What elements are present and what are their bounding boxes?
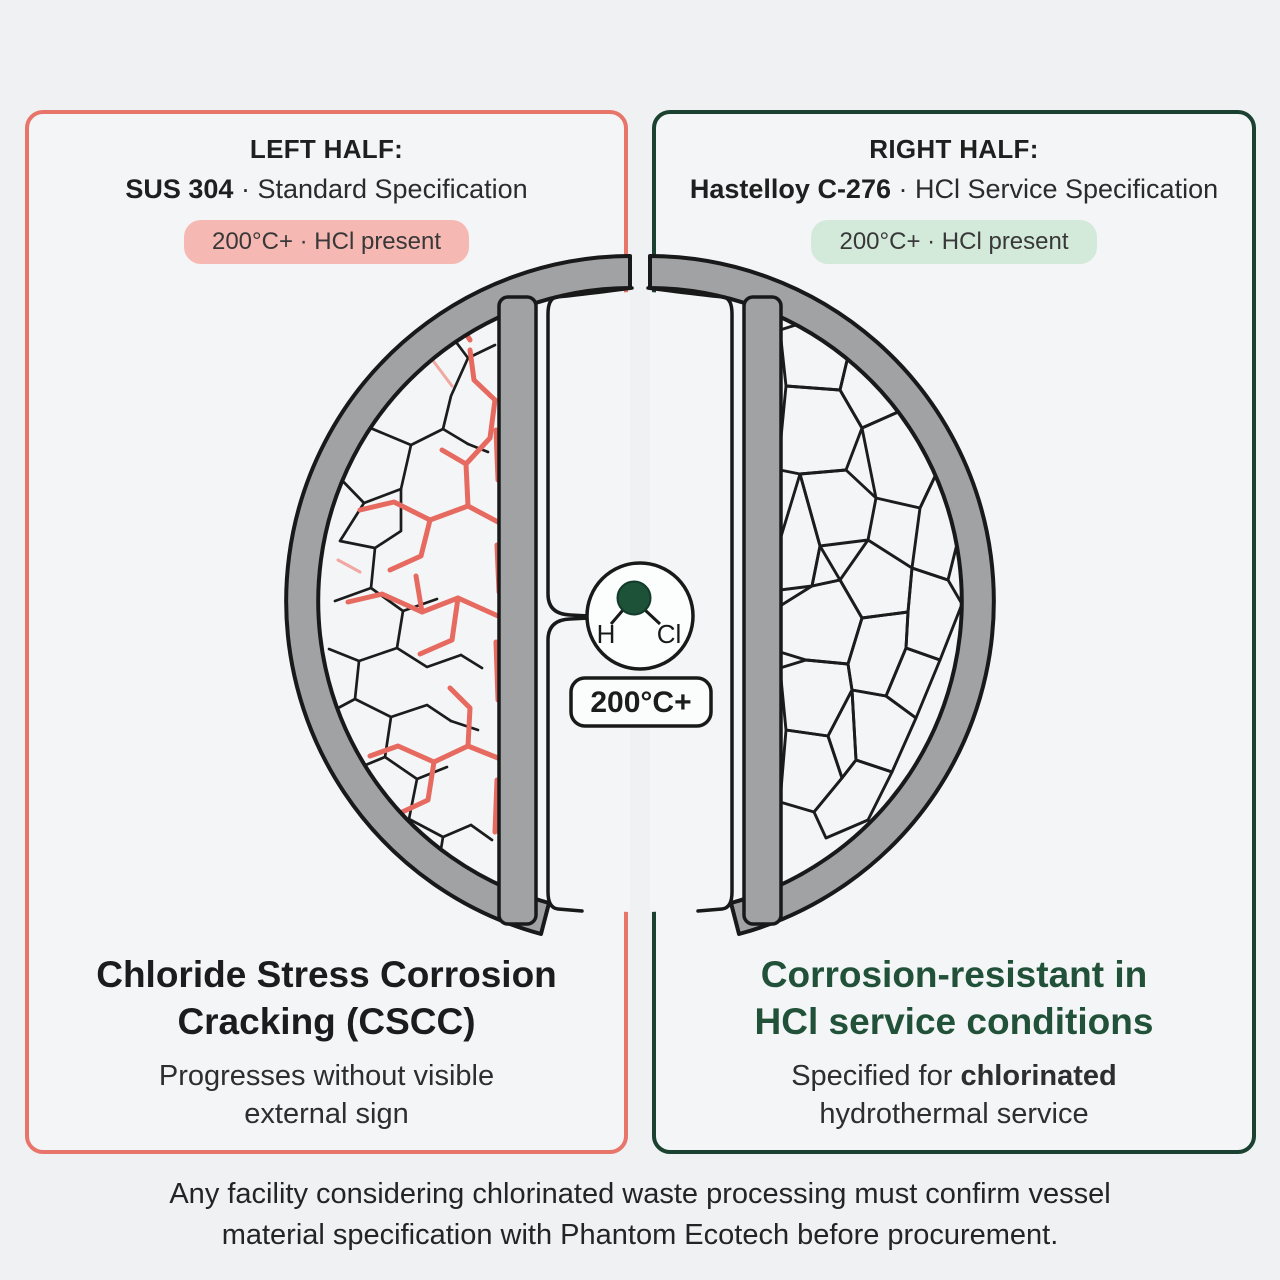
footer-line2: material specification with Phantom Ecot… bbox=[221, 1218, 1059, 1251]
left-result-title-line2: Cracking (CSCC) bbox=[177, 1000, 476, 1042]
footer-note: Any facility considering chlorinated was… bbox=[0, 1174, 1280, 1255]
left-condition-badge: 200°C+ · HCl present bbox=[183, 220, 470, 264]
right-result-subtitle: Specified for chlorinated hydrothermal s… bbox=[656, 1058, 1252, 1133]
left-material-suffix: · Standard Specification bbox=[233, 174, 528, 204]
left-panel-result: Chloride Stress Corrosion Cracking (CSCC… bbox=[29, 952, 624, 1133]
right-result-sub-line1: Specified for chlorinated bbox=[791, 1059, 1117, 1092]
footer-line1: Any facility considering chlorinated was… bbox=[169, 1178, 1111, 1210]
left-result-title-line1: Chloride Stress Corrosion bbox=[96, 954, 557, 995]
right-result-title-line1: Corrosion-resistant in bbox=[760, 954, 1148, 995]
left-result-sub-line1: Progresses without visible bbox=[158, 1059, 495, 1092]
right-result-title: Corrosion-resistant in HCl service condi… bbox=[656, 952, 1252, 1046]
left-panel-card: LEFT HALF: SUS 304 · Standard Specificat… bbox=[25, 110, 628, 1154]
right-panel-title: RIGHT HALF: bbox=[869, 134, 1039, 164]
right-material-suffix: · HCl Service Specification bbox=[890, 174, 1219, 204]
right-result-title-line2: HCl service conditions bbox=[754, 1000, 1154, 1042]
left-result-sub-line2: external sign bbox=[244, 1097, 409, 1130]
left-panel-header: LEFT HALF: SUS 304 · Standard Specificat… bbox=[29, 134, 624, 264]
right-panel-card: RIGHT HALF: Hastelloy C-276 · HCl Servic… bbox=[652, 110, 1256, 1154]
left-result-title: Chloride Stress Corrosion Cracking (CSCC… bbox=[29, 952, 624, 1046]
left-material-name: SUS 304 bbox=[125, 174, 234, 204]
left-result-subtitle: Progresses without visible external sign bbox=[29, 1058, 624, 1133]
right-panel-result: Corrosion-resistant in HCl service condi… bbox=[656, 952, 1252, 1133]
left-panel-title: LEFT HALF: bbox=[249, 134, 404, 164]
left-material-line: SUS 304 · Standard Specification bbox=[29, 174, 624, 205]
right-condition-badge: 200°C+ · HCl present bbox=[811, 220, 1097, 264]
right-result-sub-line2: hydrothermal service bbox=[819, 1097, 1089, 1130]
right-material-line: Hastelloy C-276 · HCl Service Specificat… bbox=[656, 174, 1252, 205]
right-panel-header: RIGHT HALF: Hastelloy C-276 · HCl Servic… bbox=[656, 134, 1252, 264]
right-result-sub-bold: chlorinated bbox=[960, 1059, 1117, 1092]
right-material-name: Hastelloy C-276 bbox=[689, 174, 891, 204]
